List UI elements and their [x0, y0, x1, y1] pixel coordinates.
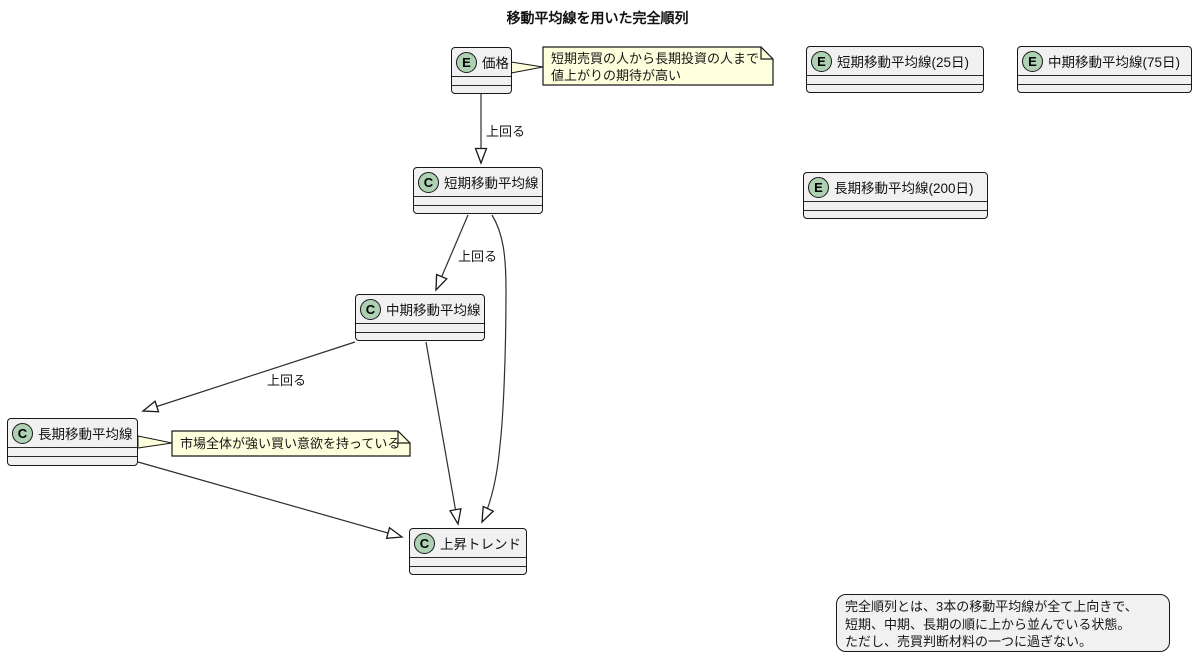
node-price-label: 価格: [482, 56, 509, 71]
node-compartment: [1018, 75, 1191, 84]
class-stereotype-icon: C: [360, 298, 381, 320]
node-price-header: E 価格: [452, 48, 511, 76]
node-entity-mid-header: E 中期移動平均線(75日): [1018, 47, 1191, 75]
price-note-text: 短期売買の人から長期投資の人まで 値上がりの期待が高い: [551, 50, 759, 84]
node-compartment: [414, 196, 542, 205]
price-note-body: [542, 46, 774, 86]
node-class-short-header: C 短期移動平均線: [414, 168, 542, 196]
node-compartment: [804, 210, 987, 219]
node-compartment: [414, 205, 542, 214]
edge-mid-to-uptrend-arrow: [425, 341, 462, 526]
node-class-long-header: C 長期移動平均線: [8, 419, 137, 447]
edge-label-mid-to-long: 上回る: [267, 373, 307, 388]
long-note-body: [171, 430, 411, 457]
entity-stereotype-icon: E: [811, 50, 832, 72]
node-uptrend-header: C 上昇トレンド: [410, 529, 526, 557]
price-note-line1: 短期売買の人から長期投資の人まで: [551, 51, 760, 66]
price-note-line2: 値上がりの期待が高い: [551, 68, 682, 83]
node-class-short-label: 短期移動平均線: [444, 176, 539, 191]
class-stereotype-icon: C: [418, 171, 439, 193]
node-entity-short-header: E 短期移動平均線(25日): [807, 47, 983, 75]
node-class-short: C 短期移動平均線: [413, 167, 543, 214]
node-compartment: [807, 75, 983, 84]
edge-short-to-mid-arrow: [435, 214, 469, 292]
edge-mid-to-long-arrow: [141, 341, 356, 413]
long-note-text: 市場全体が強い買い意欲を持っている: [180, 435, 400, 452]
node-class-long: C 長期移動平均線: [7, 418, 138, 466]
node-entity-long-label: 長期移動平均線(200日): [834, 181, 974, 196]
legend-box: 完全順列とは、3本の移動平均線が全て上向きで、 短期、中期、長期の順に上から並ん…: [836, 594, 1170, 652]
node-class-long-label: 長期移動平均線: [38, 427, 133, 442]
edge-label-short-to-mid: 上回る: [458, 249, 498, 264]
legend-line1: 完全順列とは、3本の移動平均線が全て上向きで、: [845, 599, 1138, 614]
class-stereotype-icon: C: [414, 532, 435, 554]
price-note-tail: [510, 61, 544, 74]
node-entity-short: E 短期移動平均線(25日): [806, 46, 984, 93]
node-entity-short-label: 短期移動平均線(25日): [837, 55, 970, 70]
entity-stereotype-icon: E: [808, 176, 829, 198]
long-note-fold: [397, 431, 410, 444]
edge-label-price-to-short: 上回る: [486, 124, 526, 139]
node-compartment: [8, 456, 137, 465]
long-note-line1: 市場全体が強い買い意欲を持っている: [180, 436, 401, 451]
node-compartment: [8, 447, 137, 456]
node-entity-mid: E 中期移動平均線(75日): [1017, 46, 1192, 93]
legend-line2: 短期、中期、長期の順に上から並んでいる状態。: [845, 616, 1131, 632]
legend-line3: ただし、売買判断材料の一つに過ぎない。: [845, 634, 1093, 649]
entity-stereotype-icon: E: [1022, 50, 1043, 72]
node-class-mid-header: C 中期移動平均線: [356, 295, 484, 323]
node-compartment: [1018, 84, 1191, 93]
node-compartment: [356, 323, 484, 332]
diagram-title: 移動平均線を用いた完全順列: [506, 10, 689, 26]
node-compartment: [452, 85, 511, 94]
node-compartment: [410, 566, 526, 575]
long-note-tail: [137, 435, 173, 449]
node-entity-long: E 長期移動平均線(200日): [803, 172, 988, 219]
edge-short-to-uptrend-arrow: [481, 214, 507, 524]
node-compartment: [410, 557, 526, 566]
node-entity-mid-label: 中期移動平均線(75日): [1048, 55, 1181, 70]
entity-stereotype-icon: E: [456, 51, 477, 73]
node-class-mid: C 中期移動平均線: [355, 294, 485, 341]
class-stereotype-icon: C: [12, 422, 33, 444]
node-compartment: [356, 332, 484, 341]
node-compartment: [804, 201, 987, 210]
node-entity-long-header: E 長期移動平均線(200日): [804, 173, 987, 201]
edge-long-to-uptrend-arrow: [137, 461, 404, 540]
node-uptrend-label: 上昇トレンド: [440, 537, 521, 552]
node-class-mid-label: 中期移動平均線: [386, 303, 481, 318]
node-compartment: [452, 76, 511, 85]
price-note-fold: [760, 47, 773, 60]
node-price: E 価格: [451, 47, 512, 94]
node-uptrend: C 上昇トレンド: [409, 528, 527, 575]
node-compartment: [807, 84, 983, 93]
